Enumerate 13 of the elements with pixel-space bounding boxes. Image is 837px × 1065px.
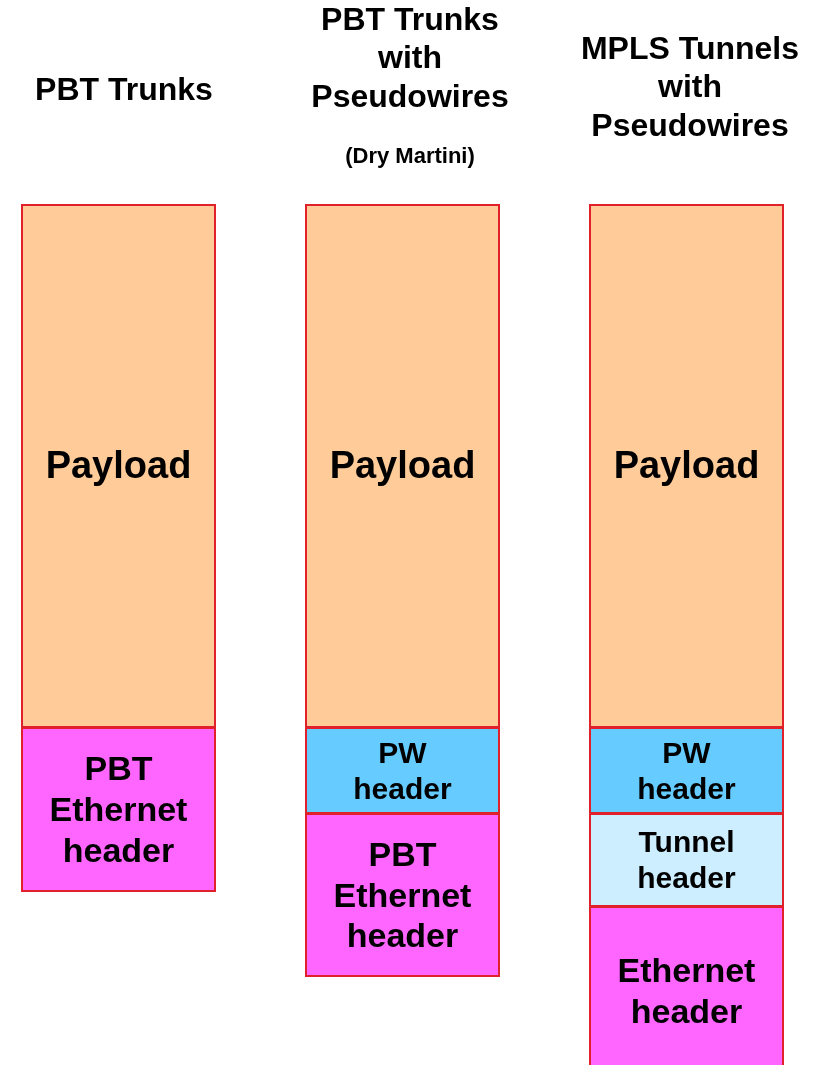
header-block: PW header (305, 727, 500, 814)
header-block: PBT Ethernet header (305, 813, 500, 977)
header-block: Tunnel header (589, 813, 784, 907)
column-heading: PBT Trunks with Pseudowires (310, 0, 510, 116)
payload-block: Payload (21, 204, 216, 728)
payload-block: Payload (589, 204, 784, 728)
column-subheading: (Dry Martini) (344, 143, 476, 170)
column-heading: PBT Trunks (34, 70, 214, 109)
header-block: Ethernet header (589, 906, 784, 1065)
header-block: PW header (589, 727, 784, 814)
header-block: PBT Ethernet header (21, 727, 216, 892)
payload-block: Payload (305, 204, 500, 728)
column-heading: MPLS Tunnels with Pseudowires (579, 29, 801, 145)
